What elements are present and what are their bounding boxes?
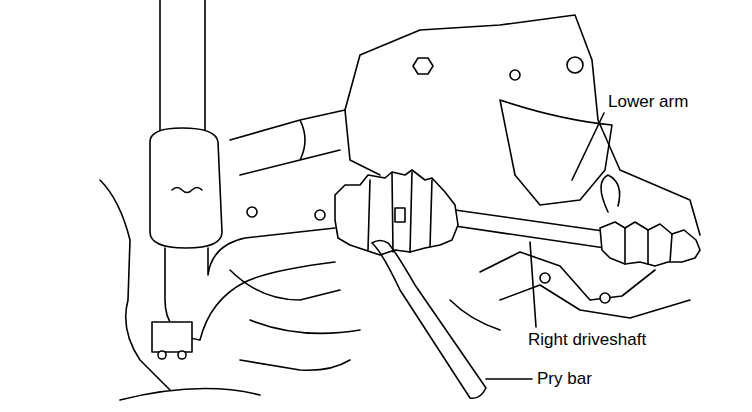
bolt: [540, 273, 550, 283]
inner-boot: [335, 170, 458, 255]
part-label: Lower arm: [606, 92, 690, 112]
pry-bar-outline: [372, 241, 486, 399]
sleeve-detail: [172, 188, 202, 193]
housing-outline: [230, 110, 345, 175]
bolt: [315, 210, 325, 220]
exhaust-pipe: [150, 0, 335, 359]
bolt: [247, 207, 257, 217]
nut: [413, 58, 433, 74]
boot-clamp: [395, 208, 405, 222]
part-label: Right driveshaft: [526, 330, 648, 350]
bolt: [600, 293, 610, 303]
hole: [567, 57, 583, 73]
part-label: Pry bar: [535, 369, 594, 389]
hole: [510, 70, 520, 80]
outer-boot: [600, 222, 700, 266]
pipe-sleeve: [150, 128, 222, 248]
wire-bracket: [601, 175, 620, 212]
leader-line: [530, 242, 536, 327]
bolt: [178, 351, 186, 359]
housing-outline: [100, 180, 360, 400]
leader-line: [572, 113, 604, 180]
pry-bar: [372, 241, 486, 399]
right-driveshaft: [335, 170, 700, 266]
transaxle-housing: [100, 110, 360, 400]
leader-line: [486, 378, 532, 380]
pipe-outline: [160, 0, 205, 140]
shaft: [455, 210, 610, 248]
bolt: [158, 351, 166, 359]
boot-ring: [625, 228, 672, 264]
pipe-bracket: [152, 322, 192, 352]
